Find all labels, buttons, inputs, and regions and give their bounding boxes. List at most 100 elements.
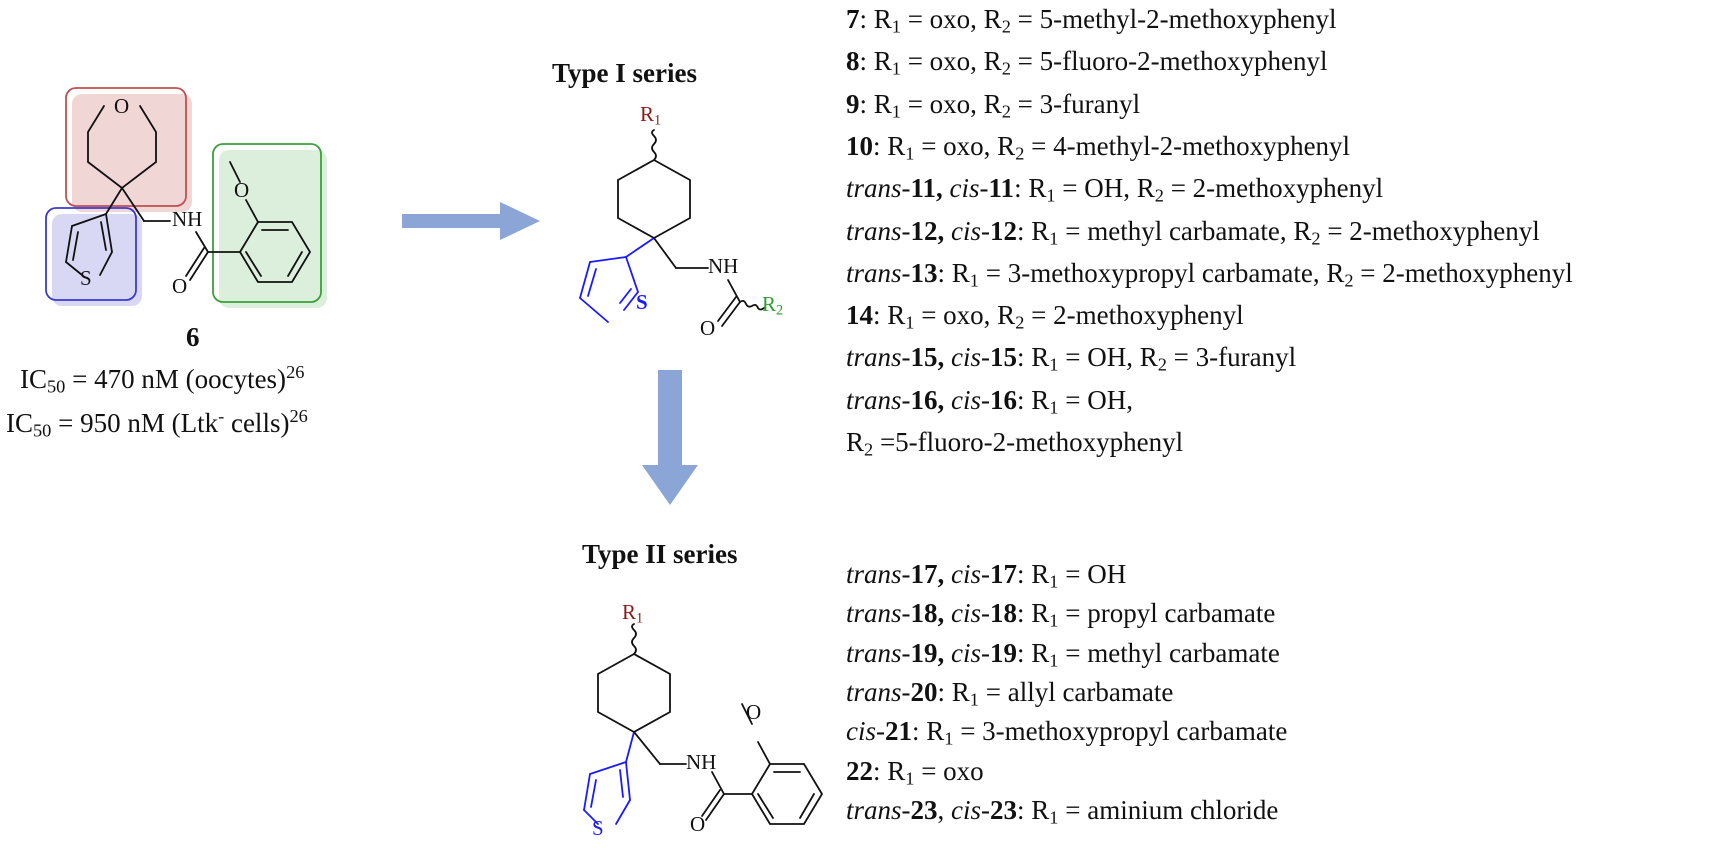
list-text: 19	[990, 637, 1018, 668]
compound-list-line: trans-16, cis-16: R1 = OH,	[846, 384, 1133, 416]
list-text: : R	[1017, 794, 1050, 825]
list-text: 14	[846, 300, 873, 331]
type1-thiophene-sulfur-label: S	[636, 290, 648, 314]
list-text: 21	[885, 716, 912, 747]
list-text: 2	[1344, 270, 1354, 291]
list-text: 23	[990, 794, 1018, 825]
list-text: 16	[990, 384, 1018, 415]
type2-heading: Type II series	[582, 539, 738, 569]
list-text: 1	[1049, 571, 1059, 592]
list-text: trans	[846, 173, 902, 204]
list-text: -	[901, 559, 911, 589]
list-text: cis	[951, 637, 982, 668]
compound-list-line: trans-11, cis-11: R1 = OH, R2 = 2-methox…	[846, 173, 1384, 205]
list-text: = 3-furanyl	[1166, 342, 1297, 373]
compound-list-line: trans-18, cis-18: R1 = propyl carbamate	[846, 598, 1275, 630]
list-text: : R	[1017, 215, 1050, 246]
list-text: -	[981, 559, 991, 589]
list-text: 1	[1049, 650, 1059, 671]
list-text: = 2-methoxyphenyl	[1163, 173, 1384, 204]
arrow-down	[642, 370, 698, 505]
list-text: = OH, R	[1058, 342, 1158, 373]
type1-heading: Type I series	[552, 58, 697, 88]
list-text: -	[981, 598, 991, 629]
type1-r2-label: R2	[762, 292, 784, 319]
list-text: : R	[859, 88, 892, 119]
list-text: 17	[910, 559, 938, 589]
compound-list-line: R2 =5-fluoro-2-methoxyphenyl	[846, 427, 1184, 459]
type2-carbonyl-oxygen-label: O	[690, 812, 706, 836]
list-text: : R	[873, 300, 906, 331]
list-text: = 3-methoxypropyl carbamate	[953, 716, 1288, 747]
list-text: -	[876, 716, 885, 747]
ic50-ltk-cells: IC50 = 950 nM (Ltk- cells)26	[6, 405, 308, 441]
list-text: -	[901, 257, 911, 288]
list-text: = 4-methyl-2-methoxyphenyl	[1024, 130, 1351, 161]
compound-list-line: trans-15, cis-15: R1 = OH, R2 = 3-furany…	[846, 342, 1297, 374]
type1-nh-label: NH	[708, 254, 739, 278]
list-text: 20	[910, 676, 938, 707]
list-text: 1	[1049, 807, 1059, 828]
list-text: = 2-methoxyphenyl	[1024, 300, 1244, 331]
type2-thiophene-sulfur-label: S	[592, 816, 604, 840]
list-text: cis	[951, 559, 982, 589]
list-text: 2	[1001, 101, 1011, 122]
list-text: = OH,	[1058, 384, 1133, 415]
type1-bonds	[617, 129, 765, 327]
list-text: ,	[937, 215, 952, 246]
list-text: -	[901, 637, 911, 668]
list-text: ,	[937, 637, 952, 668]
list-text: : R	[912, 716, 945, 747]
list-text: 2	[864, 439, 874, 460]
list-text: 18	[910, 598, 938, 629]
type2-thiophene-bonds	[583, 761, 631, 825]
list-text: : R	[873, 130, 906, 161]
list-text: 18	[990, 598, 1018, 629]
list-text: trans	[846, 676, 902, 707]
arrow-right	[402, 202, 540, 240]
pyran-oxygen-label: O	[114, 94, 130, 118]
list-text: 1	[891, 16, 901, 37]
list-text: : R	[1014, 173, 1047, 204]
list-text: ,	[936, 173, 950, 204]
list-text: 1	[891, 58, 901, 79]
list-text: =5-fluoro-2-methoxyphenyl	[873, 427, 1184, 457]
list-text: = oxo, R	[900, 4, 1002, 34]
list-text: 12	[910, 215, 938, 246]
list-text: 23	[910, 794, 938, 825]
list-text: : R	[1017, 559, 1050, 589]
list-text: -	[901, 676, 911, 707]
list-text: 2	[1015, 143, 1025, 164]
list-text: 1	[1049, 354, 1059, 375]
list-text: 15	[990, 342, 1018, 373]
compound6-bonds	[65, 105, 312, 283]
list-text: 1	[944, 728, 954, 749]
ic50-oocytes: IC50 = 470 nM (oocytes)26	[20, 361, 305, 397]
list-text: ,	[937, 559, 952, 589]
list-text: cis	[951, 342, 982, 373]
list-text: 8	[846, 46, 860, 77]
list-text: = 2-methoxyphenyl	[1320, 215, 1540, 246]
list-text: 13	[910, 257, 938, 288]
list-text: = 3-methoxypropyl carbamate, R	[978, 257, 1345, 288]
compound-list-line: 10: R1 = oxo, R2 = 4-methyl-2-methoxyphe…	[846, 130, 1351, 164]
list-text: trans	[846, 384, 902, 415]
compound-list-line: cis-21: R1 = 3-methoxypropyl carbamate	[846, 716, 1288, 748]
list-text: -	[901, 794, 911, 825]
list-text: ,	[937, 384, 952, 415]
list-text: : R	[873, 755, 906, 786]
list-text: 1	[1049, 228, 1059, 249]
list-text: 10	[846, 130, 873, 161]
list-text: : R	[1017, 384, 1050, 415]
list-text: 1	[905, 143, 915, 164]
carbonyl-oxygen-label: O	[172, 274, 188, 298]
anisole-highlight-box	[212, 143, 322, 303]
list-text: -	[901, 215, 911, 246]
list-text: : R	[859, 46, 892, 77]
list-text: 9	[846, 88, 860, 119]
list-text: trans	[846, 794, 902, 825]
list-text: cis	[951, 384, 982, 415]
list-text: ,	[937, 598, 952, 629]
list-text: 2	[1001, 16, 1011, 37]
